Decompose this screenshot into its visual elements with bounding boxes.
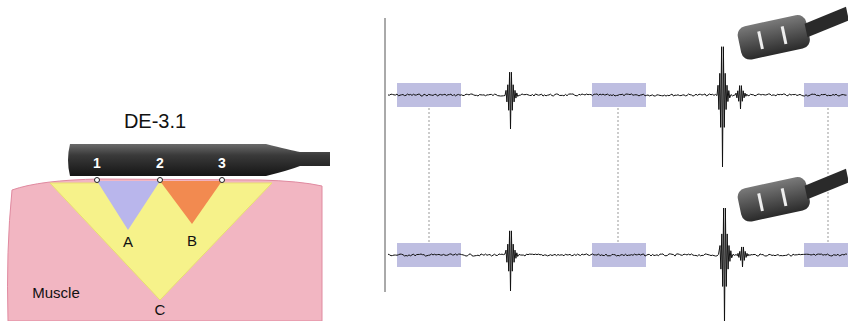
tissue-label: Muscle [32, 285, 80, 300]
electrode-dots [95, 178, 225, 183]
probe-icon [736, 167, 848, 224]
dotted-links [429, 108, 828, 242]
probe-title: DE-3.1 [124, 111, 186, 131]
emg-traces [388, 47, 847, 321]
emg-trace [388, 208, 847, 321]
axis-line [385, 18, 386, 292]
pickup-volume-c [50, 183, 272, 300]
region-label: C [155, 302, 166, 317]
probe-body [68, 144, 330, 176]
region-label: B [187, 233, 197, 248]
window-boxes [397, 83, 848, 267]
muscle-region [8, 179, 323, 321]
electrode-number: 2 [156, 156, 164, 170]
region-label: A [123, 234, 133, 249]
probe-icon [736, 5, 848, 62]
pickup-volume-b [160, 181, 222, 224]
electrode-number: 3 [218, 156, 226, 170]
electrode-number: 1 [93, 156, 101, 170]
emg-trace [388, 47, 847, 167]
pickup-volume-a [97, 181, 160, 230]
